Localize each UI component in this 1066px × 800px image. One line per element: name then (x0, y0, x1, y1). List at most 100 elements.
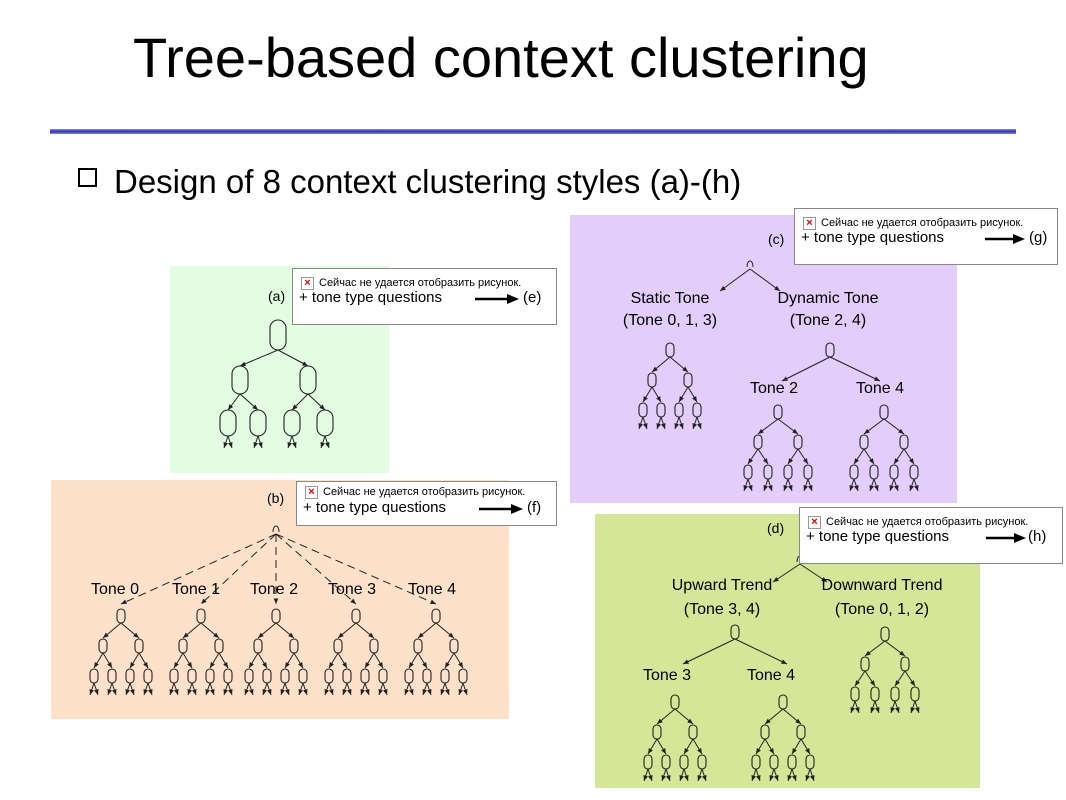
slide-title: Tree-based context clustering (133, 26, 869, 89)
panel-b-tone-4: Tone 4 (408, 581, 457, 598)
tree-edge (275, 533, 437, 605)
tree-edge-arrowhead (763, 485, 768, 491)
tree-edge-arrowhead (756, 775, 761, 781)
tree-edge-arrowhead (643, 775, 648, 781)
tree-edge-arrowhead (319, 404, 325, 410)
tree-edge-arrowhead (228, 442, 233, 448)
tree-node (271, 608, 281, 624)
tree-edge-arrowhead (148, 689, 153, 695)
tree-node (231, 365, 249, 395)
tree-node (879, 404, 889, 420)
broken-image-icon: × (808, 516, 821, 529)
tree-edge-arrowhead (112, 689, 117, 695)
tree-edge-arrowhead (130, 662, 135, 668)
tree-edge (200, 533, 277, 605)
tree-edge-arrowhead (409, 662, 414, 668)
tree-node (683, 372, 693, 388)
tree-node (333, 638, 343, 654)
tree-edge-arrowhead (854, 485, 859, 491)
panel-b-tone-3: Tone 3 (328, 581, 377, 598)
tree-edge-arrowhead (324, 689, 329, 695)
tree-edge-arrowhead (298, 689, 303, 695)
tree-edge-arrowhead (865, 650, 871, 656)
tree-edge-arrowhead (656, 396, 661, 402)
tree-edge-arrowhead (894, 485, 899, 491)
tree-edge (239, 349, 279, 367)
tree-edge-arrowhead (643, 396, 648, 402)
tone-questions-label: + tone type questions (299, 289, 443, 306)
tree-edge-arrowhead (909, 485, 914, 491)
tree-edge-arrowhead (298, 662, 303, 668)
tree-node (378, 668, 388, 684)
tree-edge-arrowhead (192, 689, 197, 695)
tree-edge-arrowhead (869, 680, 875, 686)
bullet-text: Design of 8 context clustering styles (a… (114, 163, 742, 200)
tree-edge-arrowhead (758, 428, 764, 434)
tree-node (289, 638, 299, 654)
tree-node (909, 464, 919, 480)
tree-edge-arrowhead (427, 689, 432, 695)
tree-edge-arrowhead (666, 775, 671, 781)
tree-edge-arrowhead (422, 662, 427, 668)
tree-edge-arrowhead (458, 689, 463, 695)
tree-node (661, 754, 671, 770)
tree-node (440, 668, 450, 684)
tree-edge-arrowhead (174, 662, 179, 668)
tree-edge-arrowhead (292, 442, 297, 448)
arrow-right-icon (479, 504, 523, 514)
panel-d-left-label-2: (Tone 3, 4) (683, 601, 761, 618)
tree-edge-arrowhead (213, 632, 219, 638)
tree-edge-arrowhead (210, 662, 215, 668)
arrow-right-icon (985, 234, 1025, 244)
tree-edge (682, 638, 736, 665)
tree-node (670, 694, 680, 710)
tree-edge-arrowhead (679, 423, 684, 429)
tree-edge-arrowhead (781, 659, 787, 664)
tree-edge-arrowhead (94, 689, 99, 695)
tree-edge-arrowhead (273, 598, 279, 604)
tree-edge-arrowhead (915, 707, 920, 713)
tree-node (205, 668, 215, 684)
tree-node (900, 656, 910, 672)
tree-edge-arrowhead (205, 689, 210, 695)
tree-edge-arrowhead (874, 376, 880, 381)
tree-edge-arrowhead (329, 662, 334, 668)
tree-node (249, 409, 267, 437)
tree-node (849, 464, 859, 480)
tree-edge-arrowhead (661, 748, 666, 754)
tree-node (793, 434, 803, 450)
panel-b-tone-0: Tone 0 (91, 581, 140, 598)
tree-edge-arrowhead (697, 775, 702, 781)
image-error-text: Сейчас не удается отобразить рисунок. (821, 217, 1024, 229)
tree-node (316, 409, 334, 437)
panel-c-right-label-2: (Tone 2, 4) (789, 312, 867, 329)
tree-edge-arrowhead (89, 689, 94, 695)
tree-edge-arrowhead (875, 707, 880, 713)
tree-node (187, 668, 197, 684)
tree-edge-arrowhead (648, 775, 653, 781)
panel-a-caption: (a) (268, 288, 286, 304)
tree-edge-arrowhead (682, 366, 688, 372)
tree-edge-arrowhead (103, 632, 109, 638)
tree-edge-arrowhead (360, 689, 365, 695)
tree-node (783, 464, 793, 480)
tree-edge-arrowhead (638, 423, 643, 429)
tree-node (859, 434, 869, 450)
target-style-label: (g) (1029, 229, 1048, 246)
tree-edge-arrowhead (769, 748, 774, 754)
tree-edge-arrowhead (258, 442, 263, 448)
tree-edge-arrowhead (643, 423, 648, 429)
tree-node (743, 464, 753, 480)
tree-edge-arrowhead (808, 485, 813, 491)
tree-edge-arrowhead (661, 423, 666, 429)
tree-node (449, 638, 459, 654)
tree-node (870, 686, 880, 702)
tree-edge-arrowhead (910, 707, 915, 713)
tree-edge-arrowhead (285, 662, 290, 668)
tree-edge (120, 533, 277, 605)
tree-edge-arrowhead (378, 662, 383, 668)
tree-edge-arrowhead (855, 680, 861, 686)
tree-node (805, 754, 815, 770)
tree-node (298, 668, 308, 684)
tree-edge-arrowhead (223, 442, 228, 448)
